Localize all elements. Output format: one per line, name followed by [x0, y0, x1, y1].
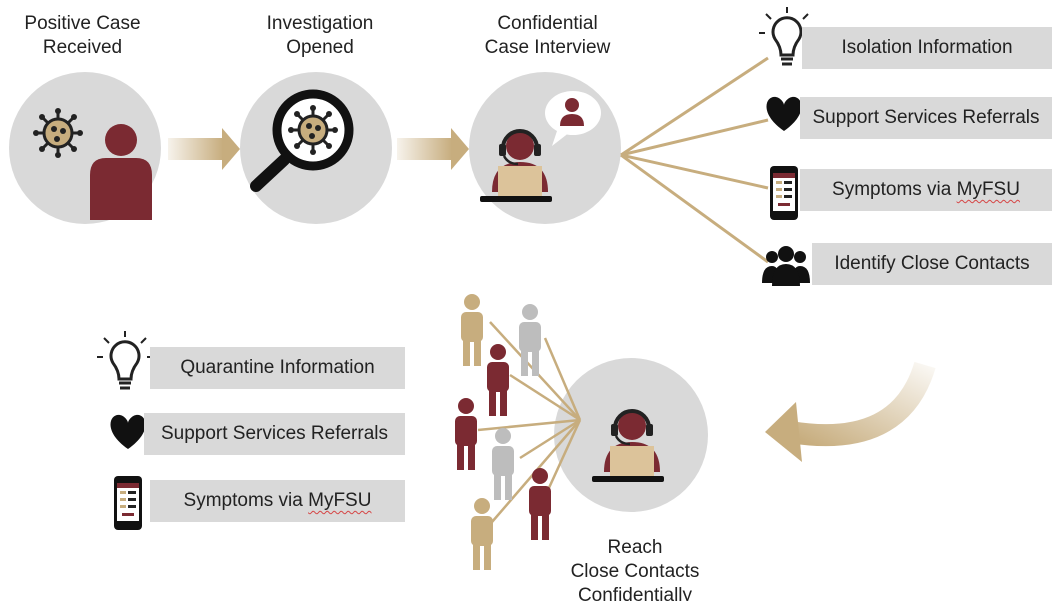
phone-app-icon	[114, 476, 142, 530]
contact-person-icon	[492, 428, 514, 500]
contact-outcome-symptoms-myfsu: Symptoms via MyFSU	[150, 480, 405, 522]
arrow-2	[397, 138, 452, 160]
contact-person-icon	[487, 344, 509, 416]
virus-icon	[31, 106, 85, 160]
arrow-1	[168, 138, 223, 160]
outcome-identify-contacts: Identify Close Contacts	[812, 243, 1052, 285]
contact-person-icon	[529, 468, 551, 540]
contact-person-icon	[461, 294, 483, 366]
contact-person-icon	[455, 398, 477, 470]
contact-person-icon	[471, 498, 493, 570]
speech-bubble-icon	[545, 91, 601, 146]
curved-arrow	[788, 361, 936, 447]
fanout-lines	[620, 56, 769, 264]
reach-label: Reach Close Contacts Confidentially	[570, 537, 700, 601]
group-icon	[762, 246, 810, 286]
outcome-symptoms-myfsu: Symptoms via MyFSU	[800, 169, 1052, 211]
heart-icon	[110, 414, 146, 449]
contact-outcome-support-referrals: Support Services Referrals	[144, 413, 405, 455]
heart-icon	[766, 96, 802, 131]
magnifier-icon	[250, 89, 354, 192]
phone-app-icon	[770, 166, 798, 220]
outcome-support-referrals: Support Services Referrals	[800, 97, 1052, 139]
outcome-isolation-info: Isolation Information	[802, 27, 1052, 69]
contact-outcome-quarantine-info: Quarantine Information	[150, 347, 405, 389]
person-icon	[90, 124, 152, 220]
lightbulb-icon	[95, 329, 155, 390]
